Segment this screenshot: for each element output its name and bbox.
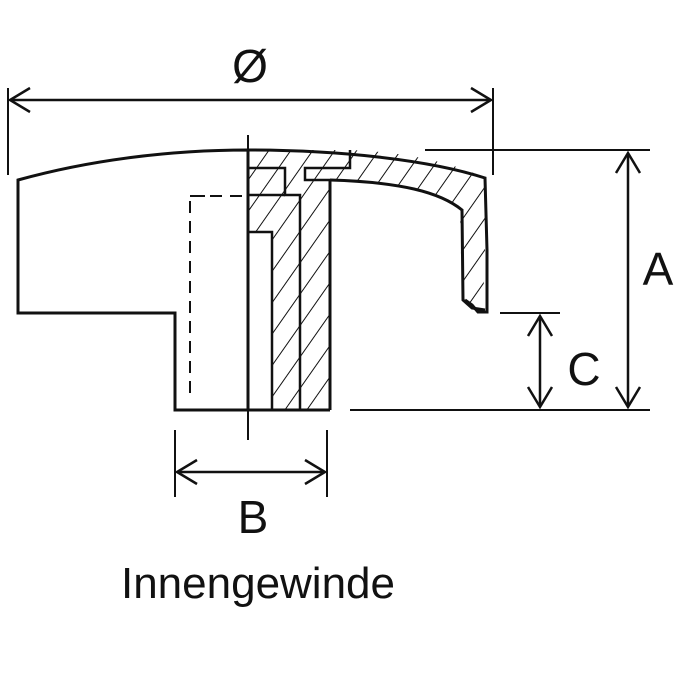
caption-text: Innengewinde bbox=[121, 559, 395, 608]
knob-outline bbox=[16, 148, 250, 412]
arrow-right-icon bbox=[470, 86, 494, 114]
section-top-inner bbox=[303, 150, 352, 182]
arrow-b-right-icon bbox=[304, 458, 328, 486]
diameter-label: Ø bbox=[232, 40, 268, 92]
section-shell bbox=[329, 178, 486, 312]
dimension-label-b: B bbox=[238, 491, 269, 543]
arrow-a-up-icon bbox=[614, 150, 642, 174]
arrow-b-left-icon bbox=[174, 458, 198, 486]
arrow-a-down-icon bbox=[614, 386, 642, 410]
arrow-c-up-icon bbox=[526, 313, 554, 337]
dimension-label-a: A bbox=[643, 243, 674, 295]
arrow-left-icon bbox=[7, 86, 31, 114]
dimension-label-c: C bbox=[567, 343, 600, 395]
arrow-c-down-icon bbox=[526, 386, 554, 410]
insert-step bbox=[248, 193, 285, 410]
hidden-bore-line bbox=[189, 195, 205, 395]
